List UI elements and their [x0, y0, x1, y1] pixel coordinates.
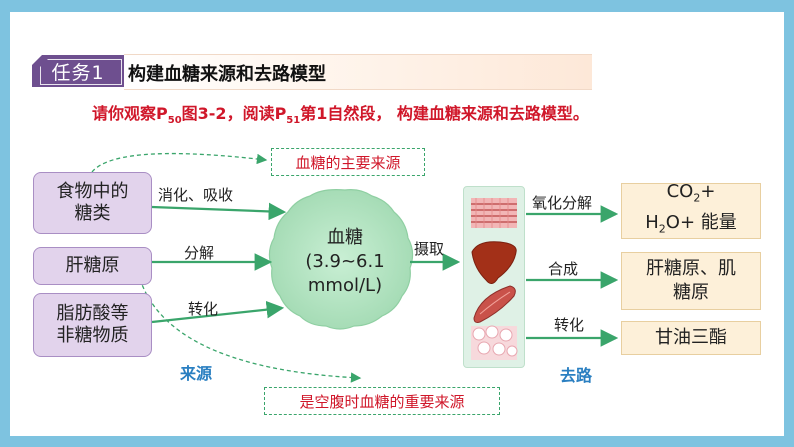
instruction-part1: 请你观察P	[92, 104, 168, 123]
edge-label-breakdown: 分解	[184, 244, 215, 262]
task-title: 构建血糖来源和去路模型	[128, 64, 326, 85]
dest-h2o-text: H	[645, 212, 659, 233]
dest-glycogen-line1: 肝糖原、肌	[646, 258, 736, 279]
dest-box-oxidation-products: CO2+ H2O+ 能量	[621, 180, 761, 242]
dest-h2o-sub: 2	[658, 222, 666, 236]
edge-label-digestion: 消化、吸收	[158, 186, 234, 204]
edge-label-convert-fat: 转化	[554, 316, 585, 334]
dashed-arrow-main-source	[91, 152, 268, 173]
instruction-sub2: 51	[286, 115, 301, 127]
edge-label-oxidation: 氧化分解	[532, 194, 593, 212]
dest-glycogen-line2: 糖原	[673, 282, 709, 303]
source-food-line2: 糖类	[74, 203, 111, 224]
source-box-liver-glycogen: 肝糖原	[33, 247, 152, 285]
instruction-part3: 第1自然段， 构建血糖来源和去路模型。	[300, 104, 589, 123]
dest-co2-plus: +	[700, 181, 716, 203]
blood-sugar-circle	[268, 189, 414, 330]
dest-co2-text: CO	[666, 181, 694, 203]
liver-icon	[471, 241, 517, 284]
dest-h2o-line: H2O+ 能量	[645, 211, 737, 242]
source-box-non-sugar: 脂肪酸等非糖物质	[33, 293, 152, 357]
source-box-food-carbs: 食物中的糖类	[33, 172, 152, 234]
edge-label-uptake: 摄取	[414, 240, 445, 258]
dashed-arrow-fasting-source	[137, 271, 362, 383]
task-tab: 任务1	[32, 55, 124, 87]
section-label-destination: 去路	[560, 366, 593, 385]
source-nonsugar-line2: 非糖物质	[56, 325, 129, 346]
task-tab-label: 任务1	[51, 61, 105, 84]
dest-co2-line: CO2+	[645, 180, 737, 211]
dest-h2o-rest: O+ 能量	[665, 212, 737, 233]
edge-label-conversion: 转化	[188, 300, 219, 318]
adipose-tissue-icon	[471, 325, 518, 360]
source-nonsugar-line1: 脂肪酸等	[56, 303, 129, 324]
source-glycogen-label: 肝糖原	[65, 255, 120, 276]
dest-box-triglyceride: 甘油三酯	[621, 321, 761, 355]
tissue-cells-icon	[471, 198, 517, 228]
arrow-non-sugar-conversion	[151, 300, 285, 324]
blood-sugar-label: 血糖 (3.9~6.1 mmol/L)	[270, 226, 420, 298]
blood-sugar-title: 血糖	[327, 227, 363, 248]
dest-co2-sub: 2	[693, 192, 701, 205]
blood-sugar-range: (3.9~6.1	[305, 251, 385, 272]
section-label-source: 来源	[180, 364, 213, 383]
arrow-digestion	[151, 202, 287, 221]
note-fasting-source: 是空腹时血糖的重要来源	[264, 387, 500, 415]
edge-label-synthesis: 合成	[548, 260, 579, 278]
dest-triglyceride-label: 甘油三酯	[655, 327, 727, 348]
instruction-part2: 图3-2，阅读P	[181, 104, 287, 123]
task-title-bar	[124, 54, 592, 90]
muscle-icon	[473, 285, 516, 323]
source-food-line1: 食物中的	[56, 181, 129, 202]
instruction-sub1: 50	[167, 115, 182, 127]
blood-sugar-unit: mmol/L)	[307, 275, 383, 296]
note-main-source: 血糖的主要来源	[271, 148, 425, 176]
dest-box-glycogen: 肝糖原、肌糖原	[621, 252, 761, 310]
instruction-text: 请你观察P50图3-2，阅读P51第1自然段， 构建血糖来源和去路模型。	[92, 100, 589, 126]
